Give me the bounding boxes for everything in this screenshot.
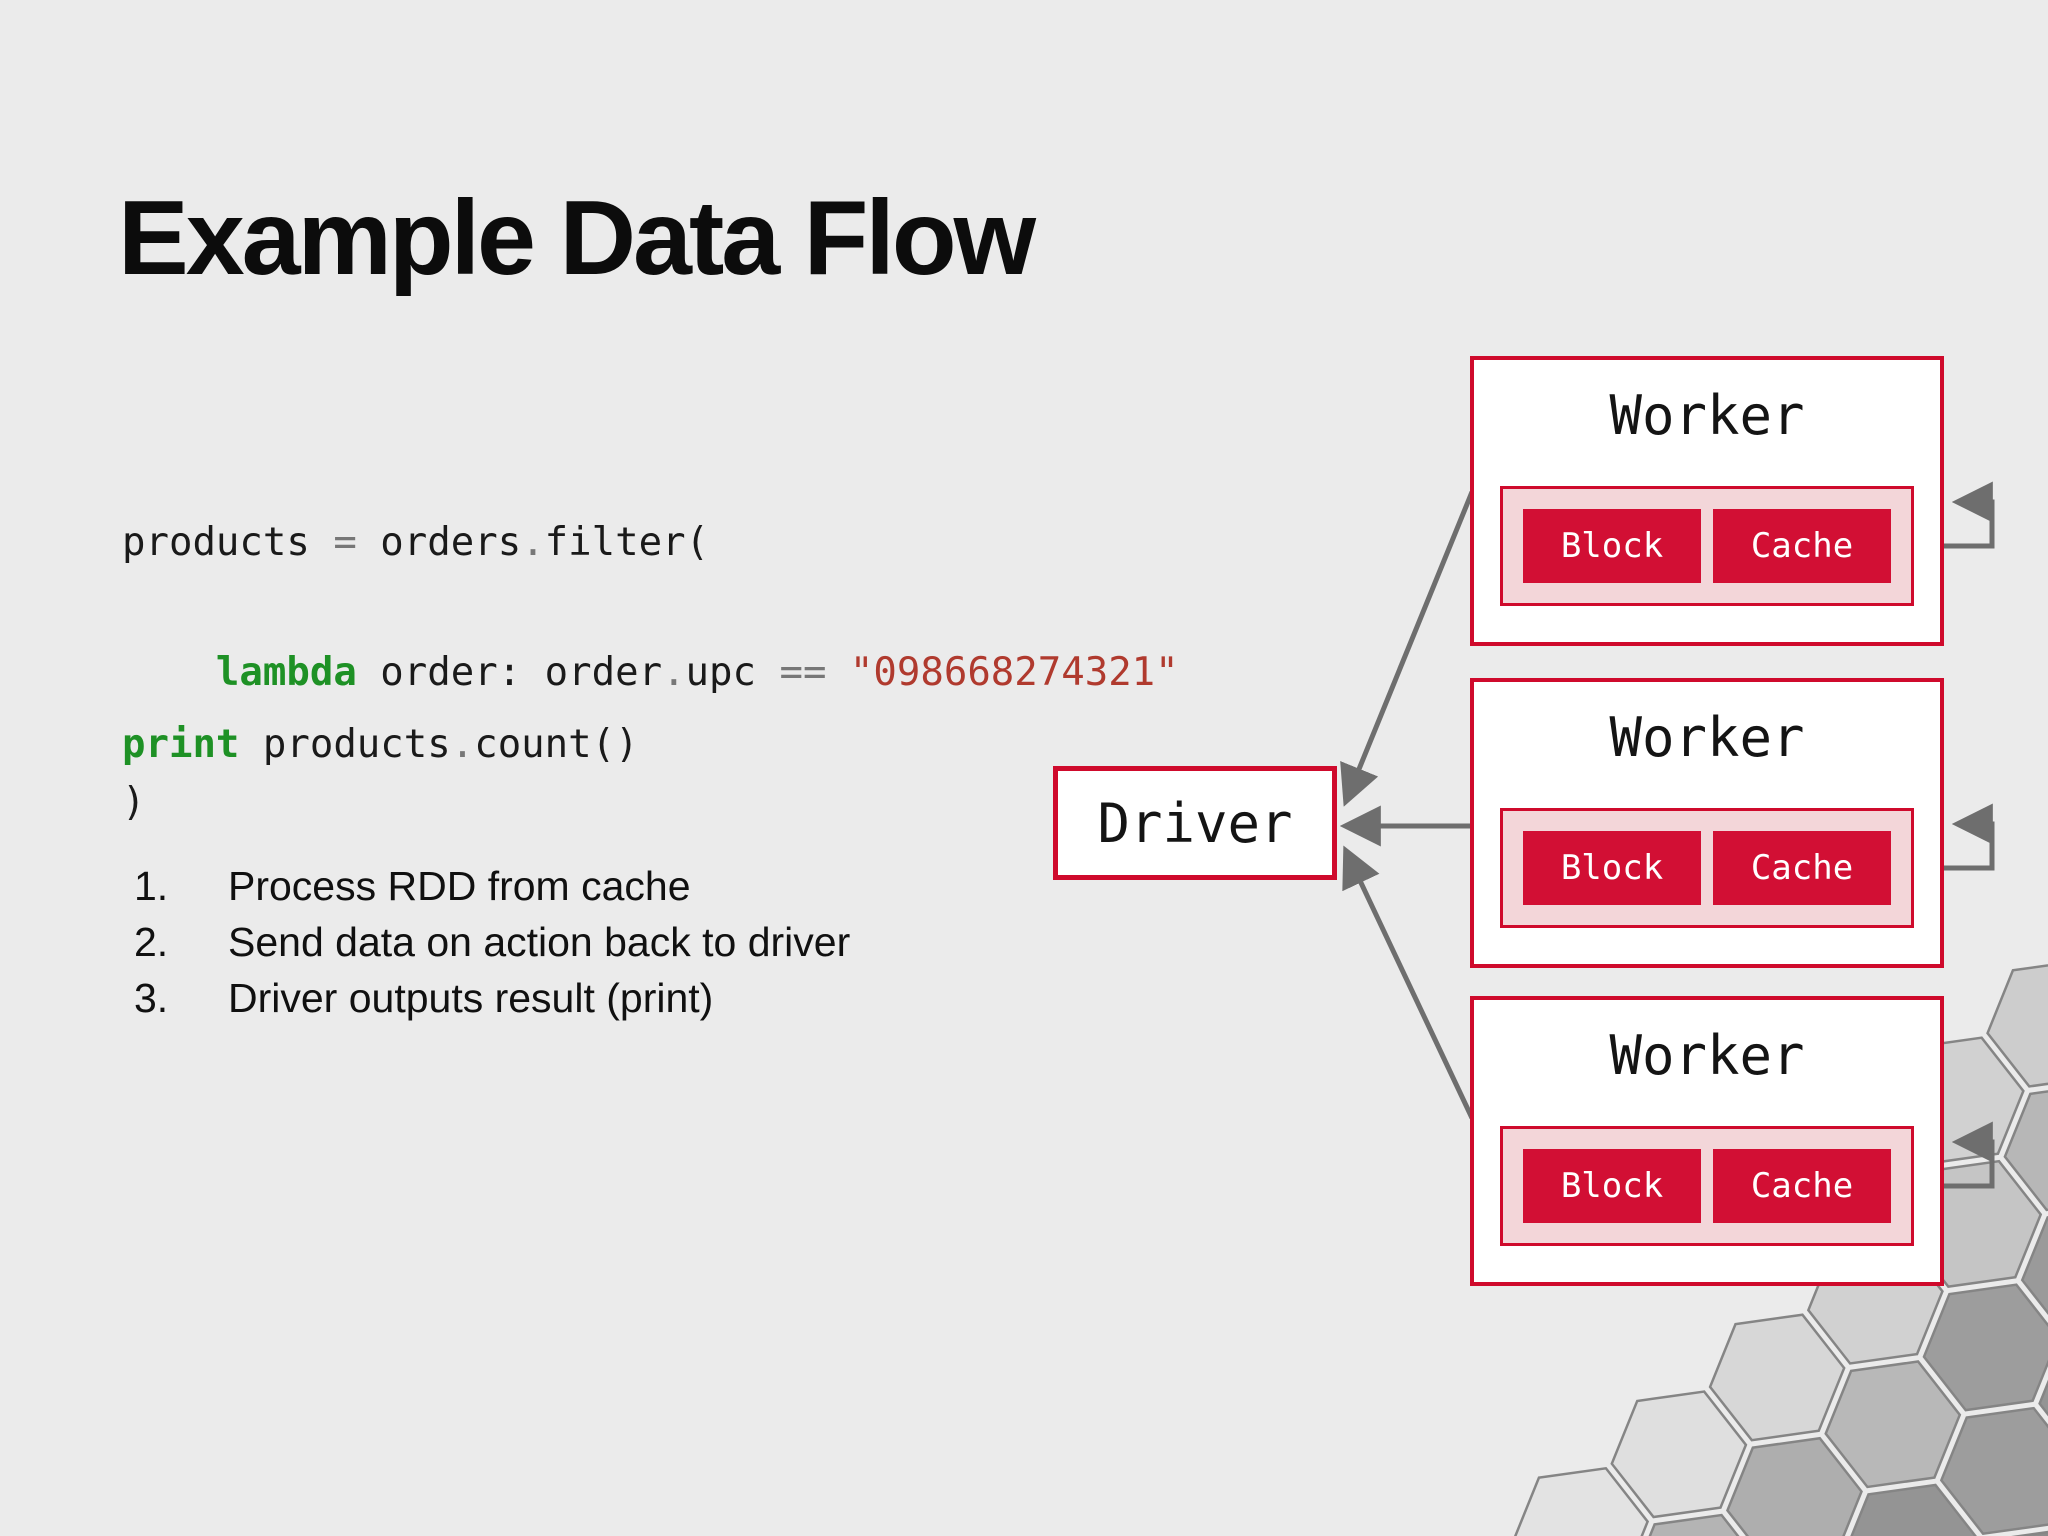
step-number: 1. bbox=[134, 863, 169, 909]
code-indent bbox=[122, 650, 216, 695]
code-token: filter( bbox=[544, 520, 710, 565]
code-keyword-print: print bbox=[122, 722, 240, 767]
driver-label: Driver bbox=[1097, 791, 1293, 855]
cache-label: Cache bbox=[1750, 848, 1854, 888]
worker-storage-container: Block Cache bbox=[1500, 486, 1914, 606]
step-text: Driver outputs result (print) bbox=[228, 975, 714, 1021]
cache-box: Cache bbox=[1713, 1149, 1891, 1223]
worker-box-2: Worker Block Cache bbox=[1470, 678, 1944, 968]
code-token: orders bbox=[380, 520, 522, 565]
honeycomb-cell bbox=[2038, 1330, 2048, 1459]
block-label: Block bbox=[1560, 848, 1664, 888]
code-operator: == bbox=[779, 650, 850, 695]
code-block: products = orders.filter( lambda order: … bbox=[122, 445, 1179, 900]
worker-box-1: Worker Block Cache bbox=[1470, 356, 1944, 646]
block-label: Block bbox=[1560, 1166, 1664, 1206]
code-line-1: products = orders.filter( bbox=[122, 510, 1179, 575]
honeycomb-cell bbox=[1708, 1313, 1846, 1442]
worker-title: Worker bbox=[1609, 1024, 1805, 1087]
code-string-literal: "098668274321" bbox=[849, 650, 1179, 695]
code-line-2: lambda order: order.upc == "098668274321… bbox=[122, 640, 1179, 705]
cache-box: Cache bbox=[1713, 831, 1891, 905]
honeycomb-cell bbox=[1939, 1406, 2048, 1536]
code-line-3: ) bbox=[122, 770, 1179, 835]
steps-list: 1. Process RDD from cache 2. Send data o… bbox=[134, 858, 850, 1026]
honeycomb-cell bbox=[2003, 1083, 2048, 1212]
block-box: Block bbox=[1523, 509, 1701, 583]
worker1-to-driver-arrow bbox=[1340, 491, 1475, 807]
step-item-2: 2. Send data on action back to driver bbox=[134, 914, 850, 970]
worker-title: Worker bbox=[1609, 384, 1805, 447]
honeycomb-cell bbox=[1957, 1530, 2048, 1536]
honeycomb-cell bbox=[1922, 1283, 2048, 1412]
cache-label: Cache bbox=[1750, 526, 1854, 566]
code-token: order: order bbox=[356, 650, 663, 695]
worker-box-3: Worker Block Cache bbox=[1470, 996, 1944, 1286]
honeycomb-cell bbox=[1824, 1360, 1962, 1489]
honeycomb-cell bbox=[1610, 1390, 1748, 1519]
code-dot: . bbox=[662, 650, 686, 695]
step-item-1: 1. Process RDD from cache bbox=[134, 858, 850, 914]
step-text: Send data on action back to driver bbox=[228, 919, 851, 965]
honeycomb-cell bbox=[1841, 1483, 1979, 1536]
step-number: 3. bbox=[134, 975, 169, 1021]
honeycomb-cell bbox=[1512, 1466, 1650, 1536]
worker-title: Worker bbox=[1609, 706, 1805, 769]
code-dot: . bbox=[450, 722, 475, 767]
step-text: Process RDD from cache bbox=[228, 863, 691, 909]
worker3-to-driver-arrow bbox=[1342, 845, 1475, 1120]
code-keyword-lambda: lambda bbox=[215, 650, 357, 695]
code-print-line: print products.count() bbox=[122, 712, 639, 777]
honeycomb-cell bbox=[1726, 1436, 1863, 1536]
worker-storage-container: Block Cache bbox=[1500, 1126, 1914, 1246]
block-label: Block bbox=[1560, 526, 1664, 566]
code-token: ) bbox=[122, 780, 146, 825]
block-box: Block bbox=[1523, 1149, 1701, 1223]
code-token: upc bbox=[685, 650, 780, 695]
honeycomb-cell bbox=[1986, 959, 2048, 1088]
code-token: count() bbox=[474, 722, 639, 767]
honeycomb-cell bbox=[1627, 1513, 1765, 1536]
code-dot: . bbox=[521, 520, 545, 565]
worker-storage-container: Block Cache bbox=[1500, 808, 1914, 928]
step-item-3: 3. Driver outputs result (print) bbox=[134, 970, 850, 1026]
code-token: products bbox=[239, 722, 451, 767]
code-token: products bbox=[122, 520, 334, 565]
honeycomb-cell bbox=[2020, 1206, 2048, 1335]
cache-box: Cache bbox=[1713, 509, 1891, 583]
driver-box: Driver bbox=[1053, 766, 1337, 880]
step-number: 2. bbox=[134, 919, 169, 965]
code-operator: = bbox=[333, 520, 381, 565]
slide-title: Example Data Flow bbox=[118, 179, 1036, 297]
cache-label: Cache bbox=[1750, 1166, 1854, 1206]
block-box: Block bbox=[1523, 831, 1701, 905]
